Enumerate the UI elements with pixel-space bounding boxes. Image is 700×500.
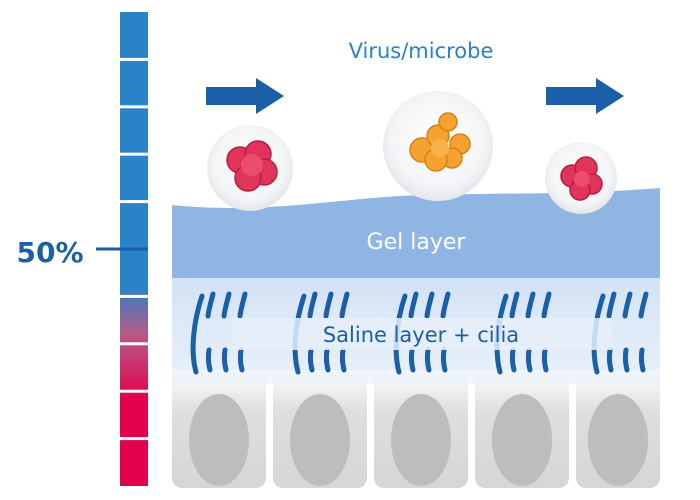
cilium (622, 347, 630, 373)
red-microbe-icon (226, 140, 278, 192)
scale-divider (120, 342, 148, 346)
cilium (606, 347, 614, 373)
right-arrow-icon (546, 78, 624, 114)
cilium (221, 291, 232, 319)
cilium (440, 347, 448, 373)
cilium (221, 347, 229, 373)
cilium (541, 291, 552, 319)
cilium (440, 291, 451, 319)
cilium (323, 347, 331, 373)
right-arrow-icon (206, 78, 284, 114)
humidity-label: 50% (16, 236, 83, 269)
cilium (525, 347, 533, 373)
cilium (424, 291, 435, 319)
scale-divider (120, 294, 148, 298)
cilium (205, 291, 216, 319)
cilium (190, 293, 205, 375)
orange-microbe-icon (409, 112, 471, 172)
cilium (205, 347, 213, 373)
cell-nucleus (189, 394, 249, 486)
cell-nucleus (492, 394, 552, 486)
cell-nucleus (588, 394, 648, 486)
saline-label-band (232, 318, 612, 350)
cilium (408, 291, 419, 319)
cilium (339, 347, 347, 373)
cilium (638, 291, 649, 319)
cilium (237, 291, 248, 319)
microbe-bubble-center (383, 91, 493, 201)
cilium (509, 291, 520, 319)
scale-divider (120, 57, 148, 61)
cilium (237, 347, 245, 373)
cilia (190, 291, 649, 375)
virus-microbe-label: Virus/microbe (349, 39, 494, 63)
scale-divider (120, 437, 148, 441)
cilium (307, 347, 315, 373)
cilium (307, 291, 318, 319)
cilium (622, 291, 633, 319)
cilium (408, 347, 416, 373)
gel-layer (172, 188, 660, 278)
cilium (323, 291, 334, 319)
cell-nucleus (391, 394, 451, 486)
cell-nucleus (290, 394, 350, 486)
cilium (509, 347, 517, 373)
microbe-bubble-right (545, 142, 617, 214)
cilium (339, 291, 350, 319)
gel-layer-label: Gel layer (367, 230, 467, 255)
red-microbe-icon (560, 156, 603, 201)
scale-divider (120, 200, 148, 204)
cilium (525, 291, 536, 319)
saline-layer-label: Saline layer + cilia (323, 323, 519, 347)
cilium (606, 291, 617, 319)
scale-divider (120, 389, 148, 393)
humidity-scale (96, 12, 148, 486)
cilium (424, 347, 432, 373)
scale-divider (120, 152, 148, 156)
microbe-bubble-left (207, 125, 293, 211)
cilium (638, 347, 646, 373)
scale-divider (120, 105, 148, 109)
cilium (541, 347, 549, 373)
